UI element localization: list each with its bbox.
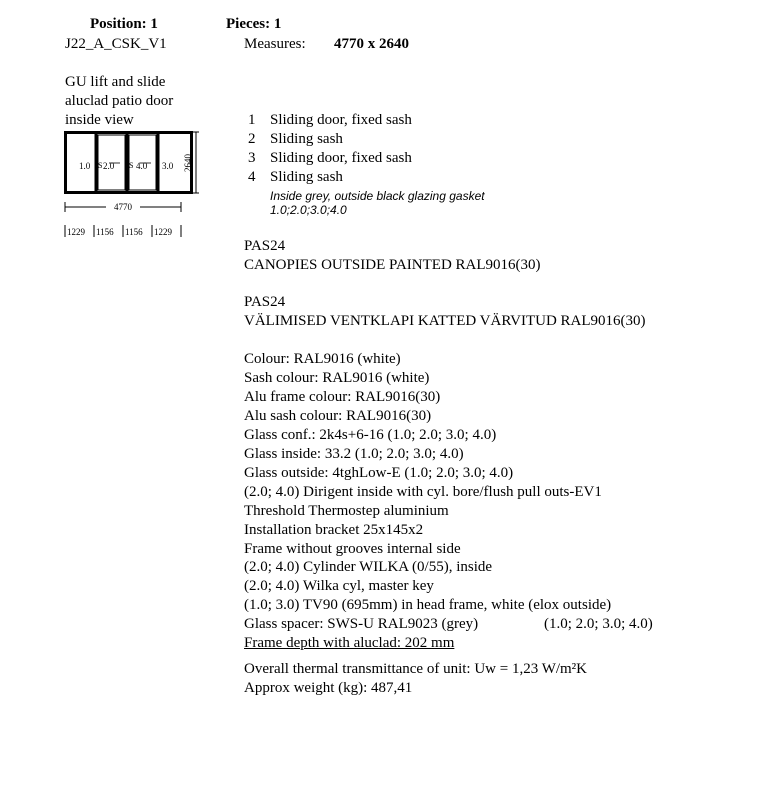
approx-weight: Approx weight (kg): 487,41 bbox=[244, 680, 413, 696]
panel-label: 1.0 bbox=[79, 161, 91, 171]
item-label: Sliding sash bbox=[270, 169, 343, 185]
spec-line: Colour: RAL9016 (white) bbox=[244, 351, 401, 367]
pas-title: PAS24 bbox=[244, 294, 286, 310]
position-code: J22_A_CSK_V1 bbox=[65, 36, 167, 52]
spec-line: (2.0; 4.0) Dirigent inside with cyl. bor… bbox=[244, 484, 602, 500]
spec-line: Glass outside: 4tghLow-E (1.0; 2.0; 3.0;… bbox=[244, 465, 514, 481]
note-line-1: Inside grey, outside black glazing gaske… bbox=[270, 189, 485, 203]
segment-dim: 1229 bbox=[67, 227, 86, 237]
item-row: 3 Sliding door, fixed sash bbox=[248, 150, 412, 167]
spec-line: Alu frame colour: RAL9016(30) bbox=[244, 389, 441, 405]
sash-outline bbox=[128, 134, 157, 191]
item-label: Sliding sash bbox=[270, 131, 343, 147]
spec-line: (2.0; 4.0) Cylinder WILKA (0/55), inside bbox=[244, 559, 493, 575]
note-line-2: 1.0;2.0;3.0;4.0 bbox=[270, 203, 347, 217]
spec-line: Sash colour: RAL9016 (white) bbox=[244, 370, 430, 386]
pas-text: CANOPIES OUTSIDE PAINTED RAL9016(30) bbox=[244, 257, 541, 273]
spec-line: Alu sash colour: RAL9016(30) bbox=[244, 408, 432, 424]
measures-label: Measures: bbox=[244, 36, 306, 52]
sash-mark: S bbox=[98, 161, 102, 170]
pas-title: PAS24 bbox=[244, 238, 286, 254]
item-number: 4 bbox=[248, 169, 256, 185]
position-label: Position: 1 bbox=[90, 16, 158, 32]
height-dim-label: 2640 bbox=[183, 154, 193, 173]
item-label: Sliding door, fixed sash bbox=[270, 112, 412, 128]
item-row: 4 Sliding sash bbox=[248, 169, 343, 186]
segment-dim: 1156 bbox=[96, 227, 114, 237]
spacer-label: Glass spacer: SWS-U RAL9023 (grey) bbox=[244, 616, 479, 632]
spacer-refs: (1.0; 2.0; 3.0; 4.0) bbox=[544, 616, 653, 632]
measures-value: 4770 x 2640 bbox=[334, 36, 409, 52]
spec-line: Glass conf.: 2k4s+6-16 (1.0; 2.0; 3.0; 4… bbox=[244, 427, 497, 443]
spec-line: Threshold Thermostep aluminium bbox=[244, 503, 449, 519]
width-dim-label: 4770 bbox=[114, 202, 133, 212]
item-number: 1 bbox=[248, 112, 256, 128]
sash-mark: S bbox=[129, 161, 133, 170]
thermal-transmittance: Overall thermal transmittance of unit: U… bbox=[244, 661, 588, 677]
panel-label: 3.0 bbox=[162, 161, 174, 171]
panel-label: 4.0 bbox=[136, 161, 148, 171]
item-label: Sliding door, fixed sash bbox=[270, 150, 412, 166]
panel-label: 2.0 bbox=[103, 161, 115, 171]
product-line-2: aluclad patio door bbox=[65, 93, 174, 109]
product-line-3: inside view bbox=[65, 112, 134, 128]
item-number: 3 bbox=[248, 150, 256, 166]
item-number: 2 bbox=[248, 131, 256, 147]
spec-line: Frame without grooves internal side bbox=[244, 541, 461, 557]
item-row: 2 Sliding sash bbox=[248, 131, 343, 148]
segment-dim: 1229 bbox=[154, 227, 173, 237]
door-drawing: 1.0 2.0 4.0 3.0 S S 2640 4770 1229 1156 … bbox=[64, 131, 199, 237]
spec-line: Glass inside: 33.2 (1.0; 2.0; 3.0; 4.0) bbox=[244, 446, 464, 462]
spec-line: Installation bracket 25x145x2 bbox=[244, 522, 424, 538]
product-line-1: GU lift and slide bbox=[65, 74, 166, 90]
sash-outline bbox=[97, 134, 126, 191]
pas-text: VÄLIMISED VENTKLAPI KATTED VÄRVITUD RAL9… bbox=[244, 313, 646, 329]
frame-depth: Frame depth with aluclad: 202 mm bbox=[244, 635, 455, 651]
segment-dim: 1156 bbox=[125, 227, 143, 237]
spec-line: (1.0; 3.0) TV90 (695mm) in head frame, w… bbox=[244, 597, 612, 613]
item-row: 1 Sliding door, fixed sash bbox=[248, 112, 412, 129]
pieces-label: Pieces: 1 bbox=[226, 16, 282, 32]
spec-line: (2.0; 4.0) Wilka cyl, master key bbox=[244, 578, 434, 594]
